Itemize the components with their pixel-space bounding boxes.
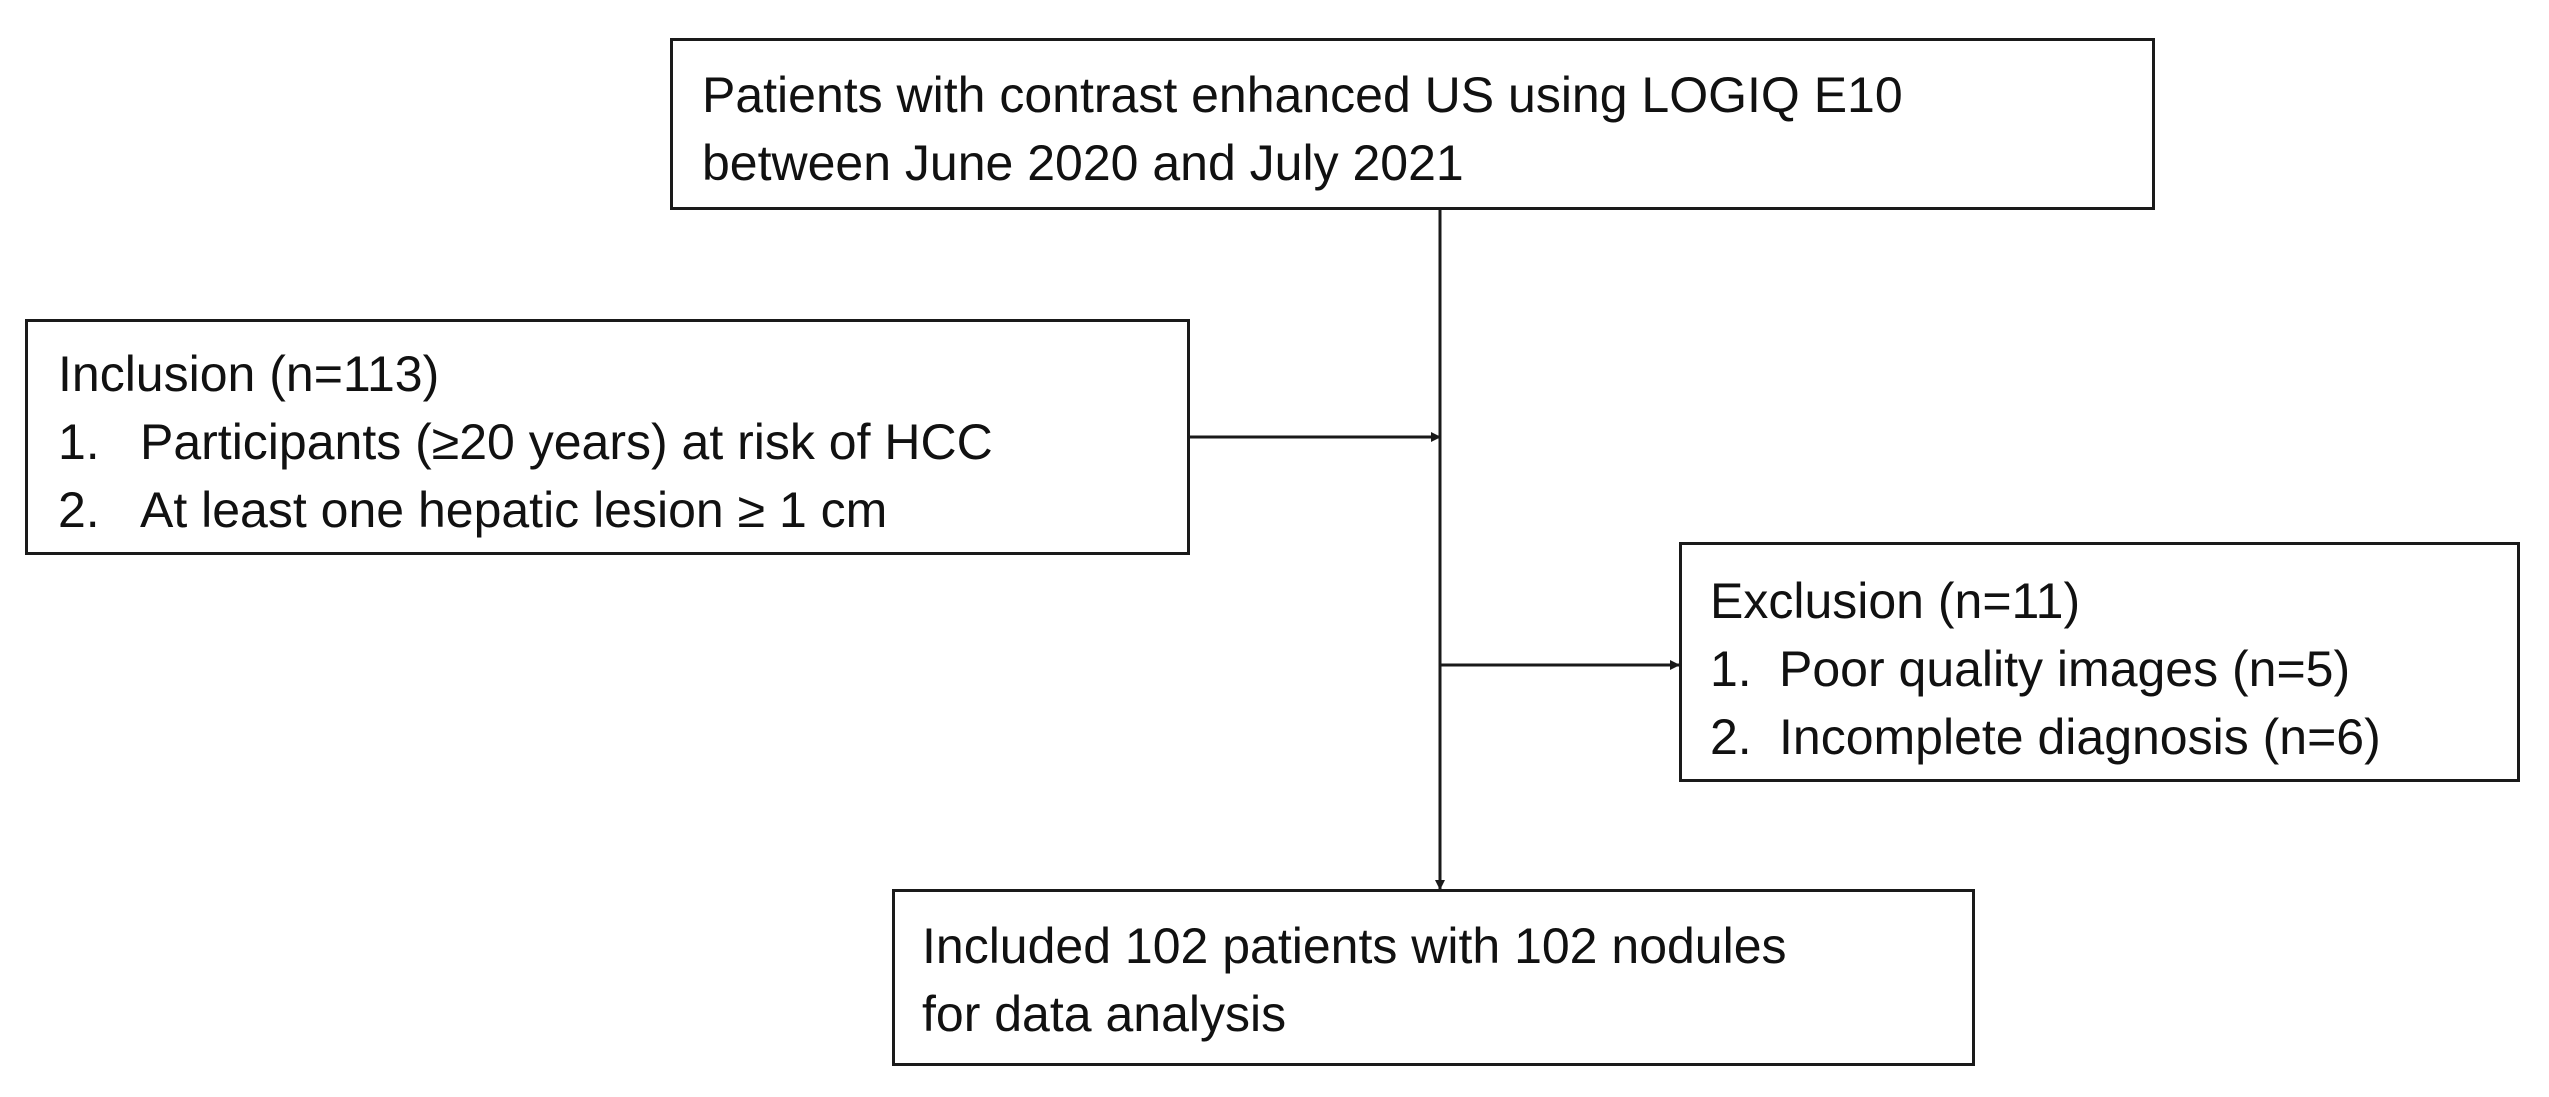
source-line-1: Patients with contrast enhanced US using… <box>702 67 1903 123</box>
exclusion-item: 1. Poor quality images (n=5) <box>1710 635 2517 703</box>
result-line-2: for data analysis <box>922 986 1287 1042</box>
inclusion-item-text: Participants (≥20 years) at risk of HCC <box>140 414 993 470</box>
inclusion-item-number: 2. <box>58 482 100 538</box>
exclusion-criteria-box: Exclusion (n=11) 1. Poor quality images (… <box>1679 542 2520 782</box>
inclusion-item-number: 1. <box>58 414 100 470</box>
source-line-2: between June 2020 and July 2021 <box>702 135 1464 191</box>
inclusion-item-text: At least one hepatic lesion ≥ 1 cm <box>140 482 888 538</box>
exclusion-item-text: Incomplete diagnosis (n=6) <box>1779 709 2381 765</box>
inclusion-criteria-box: Inclusion (n=113) 1. Participants (≥20 ye… <box>25 319 1190 555</box>
exclusion-item-number: 1. <box>1710 641 1752 697</box>
source-population-box: Patients with contrast enhanced US using… <box>670 38 2155 210</box>
result-line-1: Included 102 patients with 102 nodules <box>922 918 1787 974</box>
exclusion-item-text: Poor quality images (n=5) <box>1779 641 2351 697</box>
exclusion-heading: Exclusion (n=11) <box>1710 573 2081 629</box>
exclusion-item-number: 2. <box>1710 709 1752 765</box>
final-cohort-box: Included 102 patients with 102 nodules f… <box>892 889 1975 1066</box>
inclusion-heading: Inclusion (n=113) <box>58 346 440 402</box>
inclusion-item: 2. At least one hepatic lesion ≥ 1 cm <box>58 476 1187 544</box>
exclusion-item: 2. Incomplete diagnosis (n=6) <box>1710 703 2517 771</box>
inclusion-item: 1. Participants (≥20 years) at risk of HC… <box>58 408 1187 476</box>
